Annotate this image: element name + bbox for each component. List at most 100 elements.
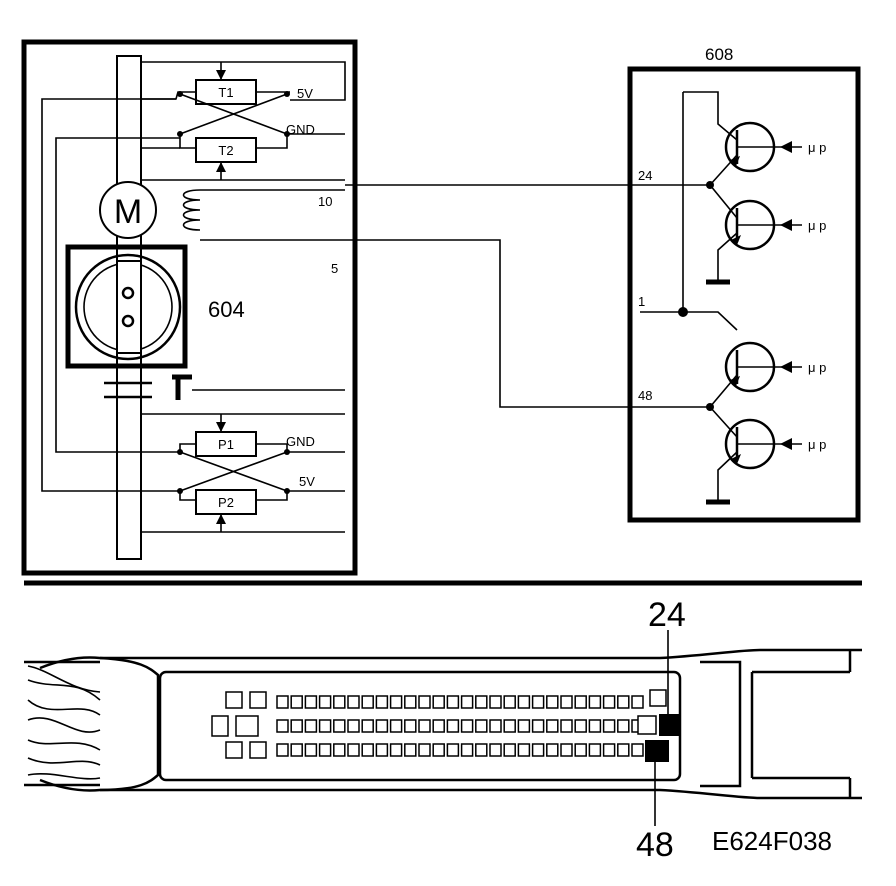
connector-pin bbox=[225, 741, 243, 759]
connector-pin bbox=[290, 719, 303, 733]
connector-pin bbox=[389, 719, 403, 733]
connector-drawing: 24 48 bbox=[24, 596, 862, 864]
connector-pin bbox=[531, 695, 545, 709]
connector-pin bbox=[432, 719, 445, 733]
connector-pin bbox=[290, 695, 303, 709]
potentiometer-t2: T2 5V GND bbox=[141, 86, 345, 181]
mu-p-label-1: μ p bbox=[808, 140, 826, 155]
connector-pin bbox=[333, 695, 346, 709]
pin-10-label: 10 bbox=[318, 194, 332, 209]
connector-pin bbox=[574, 695, 587, 709]
connector-pin bbox=[375, 719, 389, 733]
connector-pin bbox=[318, 719, 332, 733]
t2-label: T2 bbox=[218, 143, 233, 158]
highlighted-pin-48 bbox=[645, 740, 669, 762]
connector-pin bbox=[404, 695, 417, 709]
figure-id: E624F038 bbox=[712, 826, 832, 856]
connector-pin bbox=[460, 695, 474, 709]
connector-pin bbox=[375, 695, 389, 709]
connector-pin bbox=[389, 695, 403, 709]
connector-pin bbox=[560, 719, 573, 733]
transistor-1: μ p bbox=[683, 91, 826, 186]
connector-pin bbox=[361, 695, 374, 709]
potentiometer-p2: P2 5V bbox=[141, 474, 345, 533]
connector-pin bbox=[617, 743, 630, 757]
connector-pin bbox=[361, 743, 374, 757]
connector-pin bbox=[531, 719, 545, 733]
connector-pin bbox=[503, 743, 516, 757]
coil bbox=[182, 189, 345, 241]
label-gnd-top: GND bbox=[286, 122, 315, 137]
connector-pin bbox=[588, 719, 602, 733]
transistor-4: μ p bbox=[706, 406, 826, 505]
pin-1-label: 1 bbox=[638, 294, 645, 309]
connector-pin bbox=[602, 695, 616, 709]
label-gnd-bottom: GND bbox=[286, 434, 315, 449]
pin-rows bbox=[211, 689, 667, 759]
connector-pin bbox=[318, 695, 332, 709]
connector-pin bbox=[517, 743, 531, 757]
gear-assembly bbox=[65, 244, 188, 369]
connector-pin bbox=[375, 743, 389, 757]
potentiometer-t1: T1 bbox=[141, 61, 346, 135]
connector-pin bbox=[489, 695, 502, 709]
connector-pin bbox=[304, 719, 318, 733]
mu-p-label-3: μ p bbox=[808, 360, 826, 375]
connector-pin bbox=[588, 743, 602, 757]
connector-pin bbox=[389, 743, 403, 757]
connector-pin bbox=[649, 689, 667, 707]
component-604-label: 604 bbox=[208, 297, 245, 322]
connector-pin bbox=[446, 743, 460, 757]
connector-pin bbox=[460, 719, 474, 733]
connector-pin bbox=[631, 743, 644, 757]
mu-p-label-2: μ p bbox=[808, 218, 826, 233]
connector-pin bbox=[276, 719, 289, 733]
connector-pin bbox=[276, 743, 289, 757]
label-5v-bottom: 5V bbox=[299, 474, 315, 489]
pin-24-label: 24 bbox=[638, 168, 652, 183]
connector-pin bbox=[347, 695, 360, 709]
connector-pin bbox=[333, 719, 346, 733]
connector-pin bbox=[404, 719, 417, 733]
connector-pin bbox=[290, 743, 303, 757]
connector-pin-48-label: 48 bbox=[636, 826, 674, 864]
connector-pin bbox=[347, 719, 360, 733]
connector-pin bbox=[517, 719, 531, 733]
transistor-3: μ p bbox=[709, 341, 826, 408]
connector-pin bbox=[432, 695, 445, 709]
connector-pin bbox=[617, 719, 630, 733]
connector-pin bbox=[460, 743, 474, 757]
connector-pin bbox=[588, 695, 602, 709]
connector-pin bbox=[361, 719, 374, 733]
connector-pin bbox=[560, 695, 573, 709]
label-5v-top: 5V bbox=[297, 86, 313, 101]
connector-pin bbox=[475, 719, 488, 733]
connector-pin bbox=[489, 743, 502, 757]
connector-pin bbox=[432, 743, 445, 757]
connector-pin bbox=[276, 695, 289, 709]
connector-pin bbox=[637, 715, 657, 735]
connector-pin bbox=[404, 743, 417, 757]
connector-pin bbox=[546, 743, 559, 757]
connector-pin bbox=[531, 743, 545, 757]
connector-pin bbox=[602, 719, 616, 733]
potentiometer-p1: P1 GND bbox=[141, 413, 345, 492]
connector-pin bbox=[475, 743, 488, 757]
connector-pin bbox=[503, 719, 516, 733]
connector-pin bbox=[617, 695, 630, 709]
component-608-label: 608 bbox=[705, 45, 733, 64]
motor: M bbox=[99, 181, 157, 239]
connector-pin bbox=[333, 743, 346, 757]
connector-pin bbox=[249, 741, 267, 759]
p1-label: P1 bbox=[218, 437, 234, 452]
connector-pin bbox=[503, 695, 516, 709]
connector-pin bbox=[249, 691, 267, 709]
motor-label: M bbox=[114, 193, 142, 231]
control-module-608-box: 608 24 1 48 μ p μ p bbox=[627, 45, 861, 523]
connector-pin bbox=[347, 743, 360, 757]
connector-pin bbox=[235, 715, 259, 737]
connector-pin bbox=[418, 743, 431, 757]
connector-pin bbox=[418, 695, 431, 709]
transistor-2: μ p bbox=[706, 184, 826, 285]
